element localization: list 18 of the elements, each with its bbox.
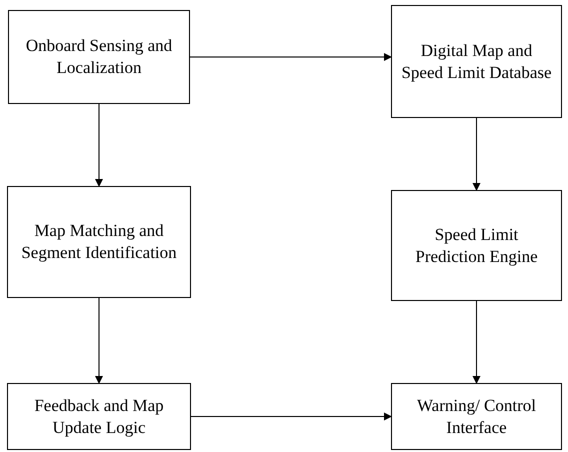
arrow — [95, 298, 103, 384]
box-label: Feedback and Map Update Logic — [33, 394, 165, 438]
process-box — [8, 10, 190, 104]
box-label: Warning/ Control Interface — [416, 394, 538, 438]
arrow — [190, 412, 392, 420]
process-box — [391, 383, 562, 450]
arrow — [95, 104, 103, 187]
process-box — [7, 186, 191, 298]
box-label: Onboard Sensing and Localization — [24, 35, 174, 79]
process-box — [391, 5, 562, 118]
arrow — [472, 300, 480, 384]
process-box — [391, 190, 562, 301]
box-label: Map Matching and Segment Identification — [20, 220, 178, 264]
arrow — [190, 53, 392, 61]
process-box — [7, 383, 191, 450]
arrow — [472, 118, 480, 191]
box-label: Digital Map and Speed Limit Database — [400, 40, 553, 84]
box-label: Speed Limit Prediction Engine — [414, 224, 539, 268]
